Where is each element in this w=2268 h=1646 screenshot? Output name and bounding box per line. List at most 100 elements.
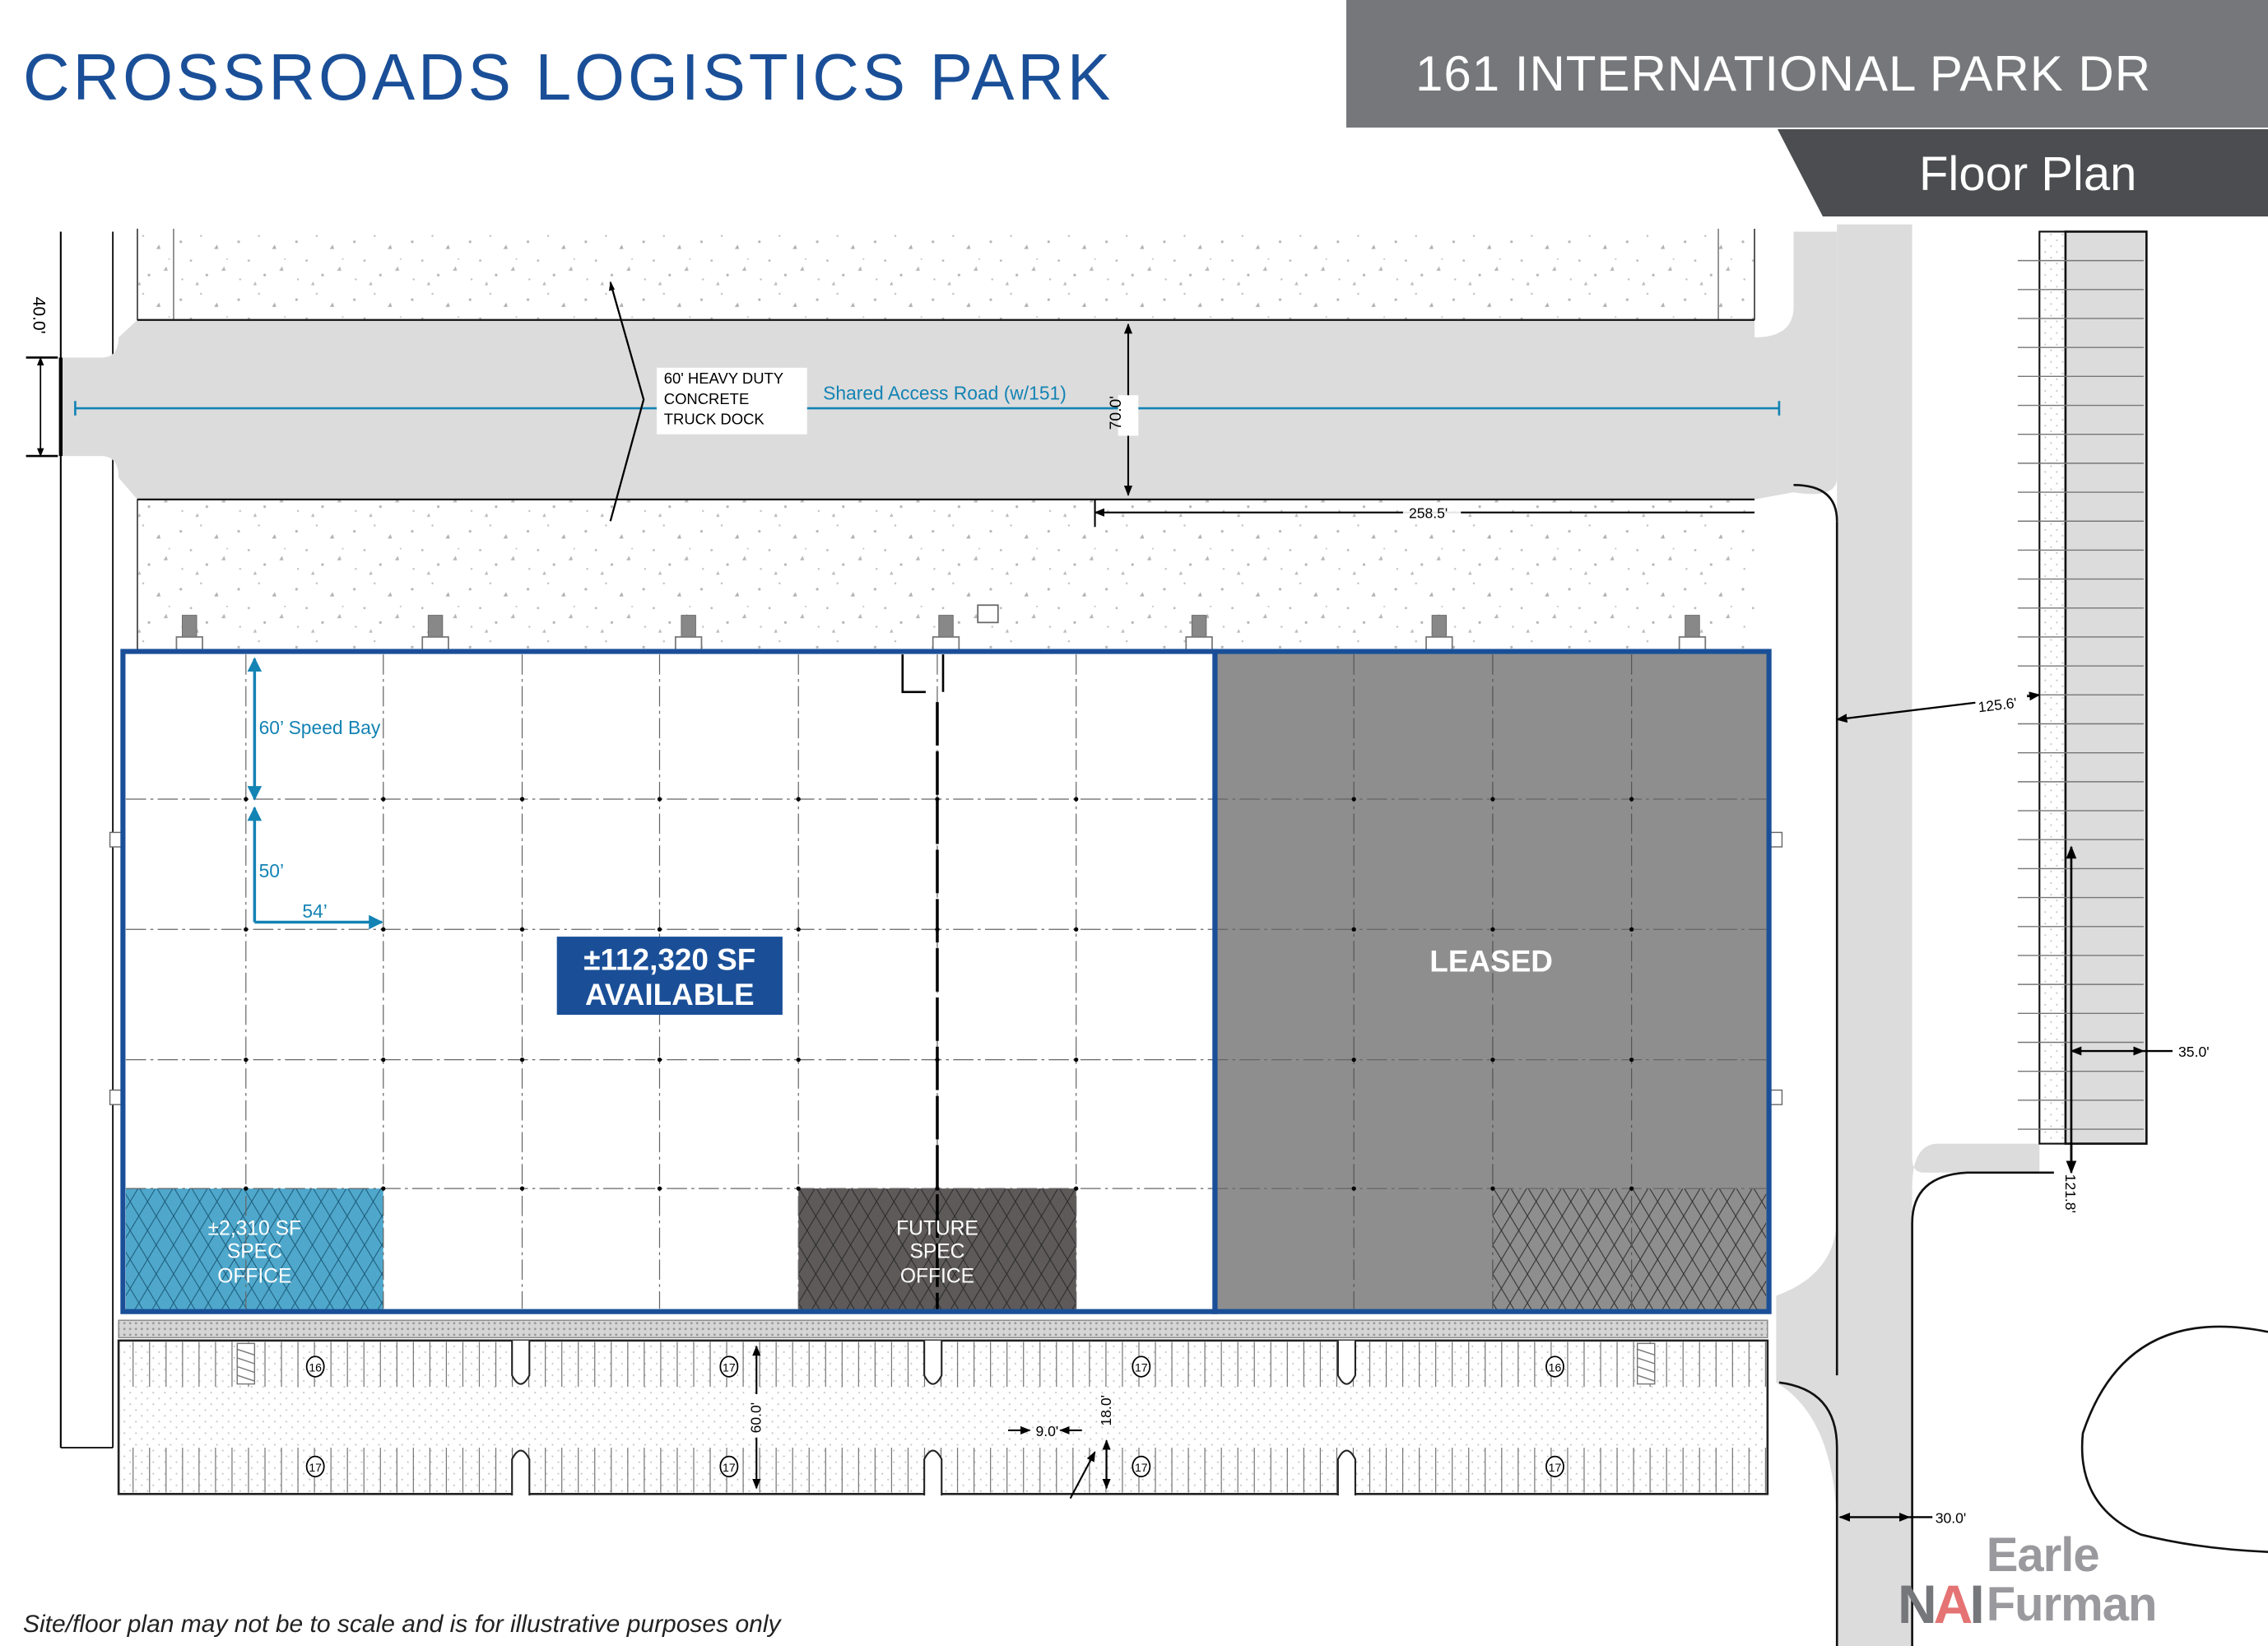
column-dot <box>519 1057 525 1062</box>
column-dot <box>657 927 662 932</box>
parking-count: 17 <box>723 1461 736 1474</box>
column-dot <box>381 927 386 932</box>
column-dot <box>1629 1057 1634 1062</box>
truck-dock-line-2: CONCRETE <box>664 390 750 407</box>
dimension-label: 30.0' <box>1936 1509 1967 1526</box>
landscape-island <box>511 1340 531 1385</box>
dimension-label: 35.0' <box>2178 1044 2210 1060</box>
column-dot <box>244 1057 249 1062</box>
column-spacing-horizontal: 54’ <box>302 900 327 922</box>
leased-label: LEASED <box>1429 944 1553 978</box>
column-dot <box>1351 1057 1356 1062</box>
parking-lot <box>117 1339 1769 1496</box>
column-dot <box>381 797 386 802</box>
spec-office-area <box>125 1188 383 1310</box>
dimension-dock-length: 258.5' <box>1094 499 1755 528</box>
column-dot <box>519 797 525 802</box>
building <box>120 649 1772 1314</box>
parking-count: 17 <box>723 1361 736 1374</box>
column-dot <box>1490 927 1495 932</box>
subtitle-banner <box>1778 129 2268 216</box>
parking-count-badge <box>1132 1355 1151 1378</box>
column-dot <box>1629 797 1634 802</box>
spec-office-line-2: SPEC <box>227 1241 282 1263</box>
column-dot <box>381 1186 386 1191</box>
column-dot <box>796 1186 801 1191</box>
column-dot <box>1351 1186 1356 1191</box>
concrete-apron-north <box>137 228 1755 320</box>
logo-mark-letter: N <box>1898 1574 1937 1634</box>
hatch-line <box>237 1348 255 1356</box>
column-dot <box>1490 1186 1495 1191</box>
column-dot <box>244 1186 249 1191</box>
future-office-line-3: OFFICE <box>900 1265 974 1287</box>
hatch-line <box>1637 1365 1655 1374</box>
disclaimer: Site/floor plan may not be to scale and … <box>23 1611 781 1638</box>
nai-logo-text: NAI <box>1898 1577 1985 1631</box>
column-dot <box>244 797 249 802</box>
available-status: AVAILABLE <box>585 978 755 1011</box>
side-door-icon <box>109 831 123 848</box>
dimension-label: 9.0' <box>1035 1423 1058 1439</box>
trailer-parking <box>2017 230 2148 1145</box>
parking-count: 16 <box>309 1361 322 1374</box>
dimension-label: 258.5' <box>1409 505 1448 522</box>
column-dot <box>1490 1057 1495 1062</box>
future-office-line-2: SPEC <box>909 1241 964 1263</box>
column-dot <box>381 1057 386 1062</box>
column-dot <box>1629 1186 1634 1191</box>
parking-count: 17 <box>1135 1361 1148 1374</box>
column-dot <box>244 927 249 932</box>
side-door-icon <box>1769 831 1783 848</box>
column-dot <box>1074 1186 1079 1191</box>
future-office-line-1: FUTURE <box>896 1217 978 1239</box>
column-dot <box>1351 797 1356 802</box>
column-dot <box>1074 927 1079 932</box>
column-dot <box>796 1057 801 1062</box>
hatch-line <box>237 1374 255 1382</box>
landscape-island <box>923 1340 943 1385</box>
truck-dock-line-3: TRUCK DOCK <box>664 410 765 427</box>
dimension-label: 70.0' <box>1107 396 1125 430</box>
parking-count-badge <box>305 1355 325 1378</box>
hatch-line <box>237 1365 255 1374</box>
parking-count: 16 <box>1549 1361 1562 1374</box>
dimension-parking: 60.0' 9.0' 18.0' <box>745 1345 1114 1500</box>
property-address: 161 INTERNATIONAL PARK DR <box>1415 46 2152 101</box>
logo-text: Earle Furman <box>1986 1528 2158 1631</box>
bay-annotations: 60’ Speed Bay 50’ 54’ <box>247 657 383 930</box>
column-dot <box>1629 927 1634 932</box>
parking-count-badge <box>1132 1455 1151 1478</box>
dimension-trailer: 35.0' 121.8' <box>2062 845 2210 1213</box>
parking-count-badge <box>1545 1455 1564 1478</box>
column-dot <box>657 797 662 802</box>
column-dot <box>519 927 525 932</box>
side-door-icon <box>1769 1089 1783 1105</box>
column-dot <box>519 1186 525 1191</box>
dimension-label: 121.8' <box>2062 1174 2079 1213</box>
page-subtitle: Floor Plan <box>1919 147 2137 201</box>
parking-count-badge <box>1545 1355 1564 1378</box>
dimension-label: 18.0' <box>1098 1395 1114 1426</box>
column-dot <box>657 1186 662 1191</box>
column-dot <box>935 797 940 802</box>
spec-office-line-3: OFFICE <box>217 1265 291 1287</box>
dimension-drive-width: 30.0' <box>1838 1509 1967 1526</box>
future-office-label: FUTURE SPEC OFFICE <box>896 1217 978 1287</box>
column-dot <box>657 1057 662 1062</box>
column-dot <box>796 797 801 802</box>
landscape-island <box>1336 1449 1356 1496</box>
dimension-label: 60.0' <box>748 1402 765 1434</box>
landscape-island <box>1336 1340 1356 1385</box>
column-dot <box>1490 797 1495 802</box>
parking-count-badge <box>305 1455 325 1478</box>
dimension-side-setback: 125.6' <box>1835 691 2041 723</box>
available-badge: ±112,320 SF AVAILABLE <box>556 937 783 1016</box>
shared-access-road <box>60 231 1838 500</box>
dimension-entry-width: 40.0' <box>26 297 58 458</box>
spec-office-label: ±2,310 SF SPEC OFFICE <box>208 1217 301 1287</box>
hatch-line <box>1637 1348 1655 1356</box>
dimension-road-width: 70.0' <box>1107 323 1139 496</box>
